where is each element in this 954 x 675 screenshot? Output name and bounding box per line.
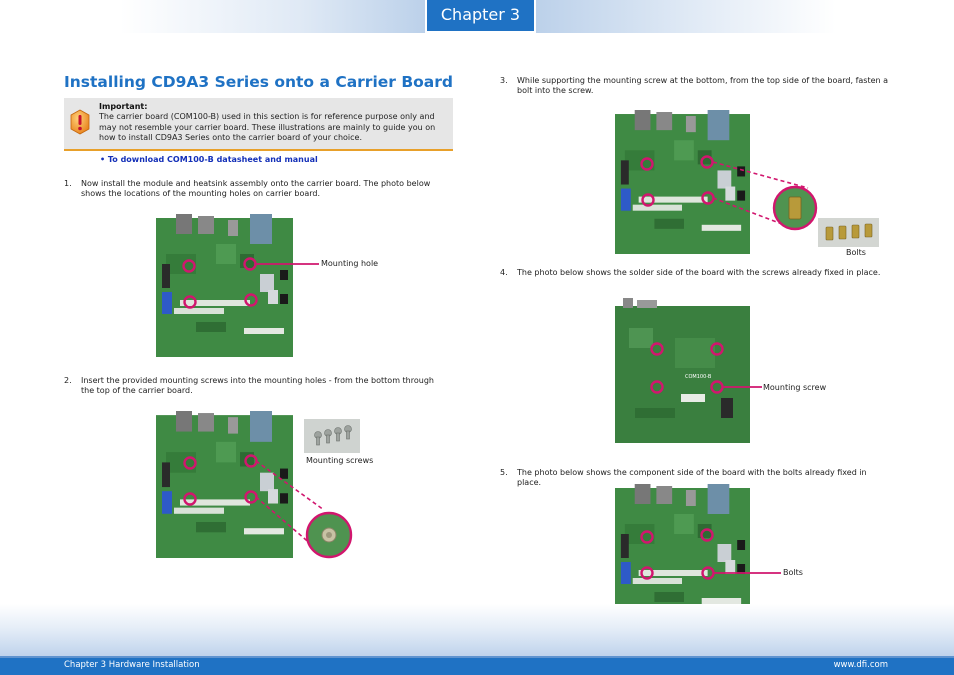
chapter-tab: Chapter 3 bbox=[427, 0, 534, 31]
important-text: The carrier board (COM100-B) used in thi… bbox=[99, 112, 436, 142]
datasheet-download-link[interactable]: • To download COM100-B datasheet and man… bbox=[100, 155, 318, 164]
step-4: 4. The photo below shows the solder side… bbox=[500, 268, 881, 277]
warning-icon bbox=[69, 109, 91, 135]
caption-bolts-step3: Bolts bbox=[846, 248, 866, 257]
footer-website-link[interactable]: www.dfi.com bbox=[833, 660, 888, 670]
caption-mounting-screw: Mounting screw bbox=[763, 383, 827, 392]
footer-gradient bbox=[0, 604, 954, 656]
bolts-photo bbox=[818, 218, 879, 247]
header-gradient-right bbox=[536, 0, 836, 33]
mounting-screws-photo bbox=[304, 419, 360, 453]
footer-bar bbox=[0, 658, 954, 675]
caption-mounting-hole: Mounting hole bbox=[321, 259, 379, 268]
com100-b-label: COM100-B bbox=[685, 374, 712, 380]
footer-divider bbox=[0, 656, 954, 658]
important-heading: Important: bbox=[99, 102, 148, 111]
carrier-board-photo-5 bbox=[615, 484, 750, 627]
step-2: 2. Insert the provided mounting screws i… bbox=[64, 376, 434, 395]
carrier-board-solder-side-photo: COM100-B bbox=[615, 298, 750, 443]
carrier-board-photo-3 bbox=[615, 110, 750, 254]
section-title: Installing CD9A3 Series onto a Carrier B… bbox=[64, 73, 453, 91]
step-1: 1. Now install the module and heatsink a… bbox=[64, 179, 431, 198]
caption-bolts-step5: Bolts bbox=[783, 568, 803, 577]
step-5: 5. The photo below shows the component s… bbox=[500, 468, 867, 487]
footer-chapter-label: Chapter 3 Hardware Installation bbox=[64, 660, 200, 670]
step-3: 3. While supporting the mounting screw a… bbox=[500, 76, 889, 95]
zoom-circle-bolt bbox=[772, 185, 818, 231]
important-notice: Important: The carrier board (COM100-B) … bbox=[64, 98, 453, 151]
header-gradient-left bbox=[120, 0, 425, 33]
carrier-board-photo-1 bbox=[156, 214, 293, 357]
caption-mounting-screws: Mounting screws bbox=[306, 456, 374, 465]
carrier-board-photo-2 bbox=[156, 411, 293, 558]
zoom-circle-screw bbox=[305, 511, 353, 559]
